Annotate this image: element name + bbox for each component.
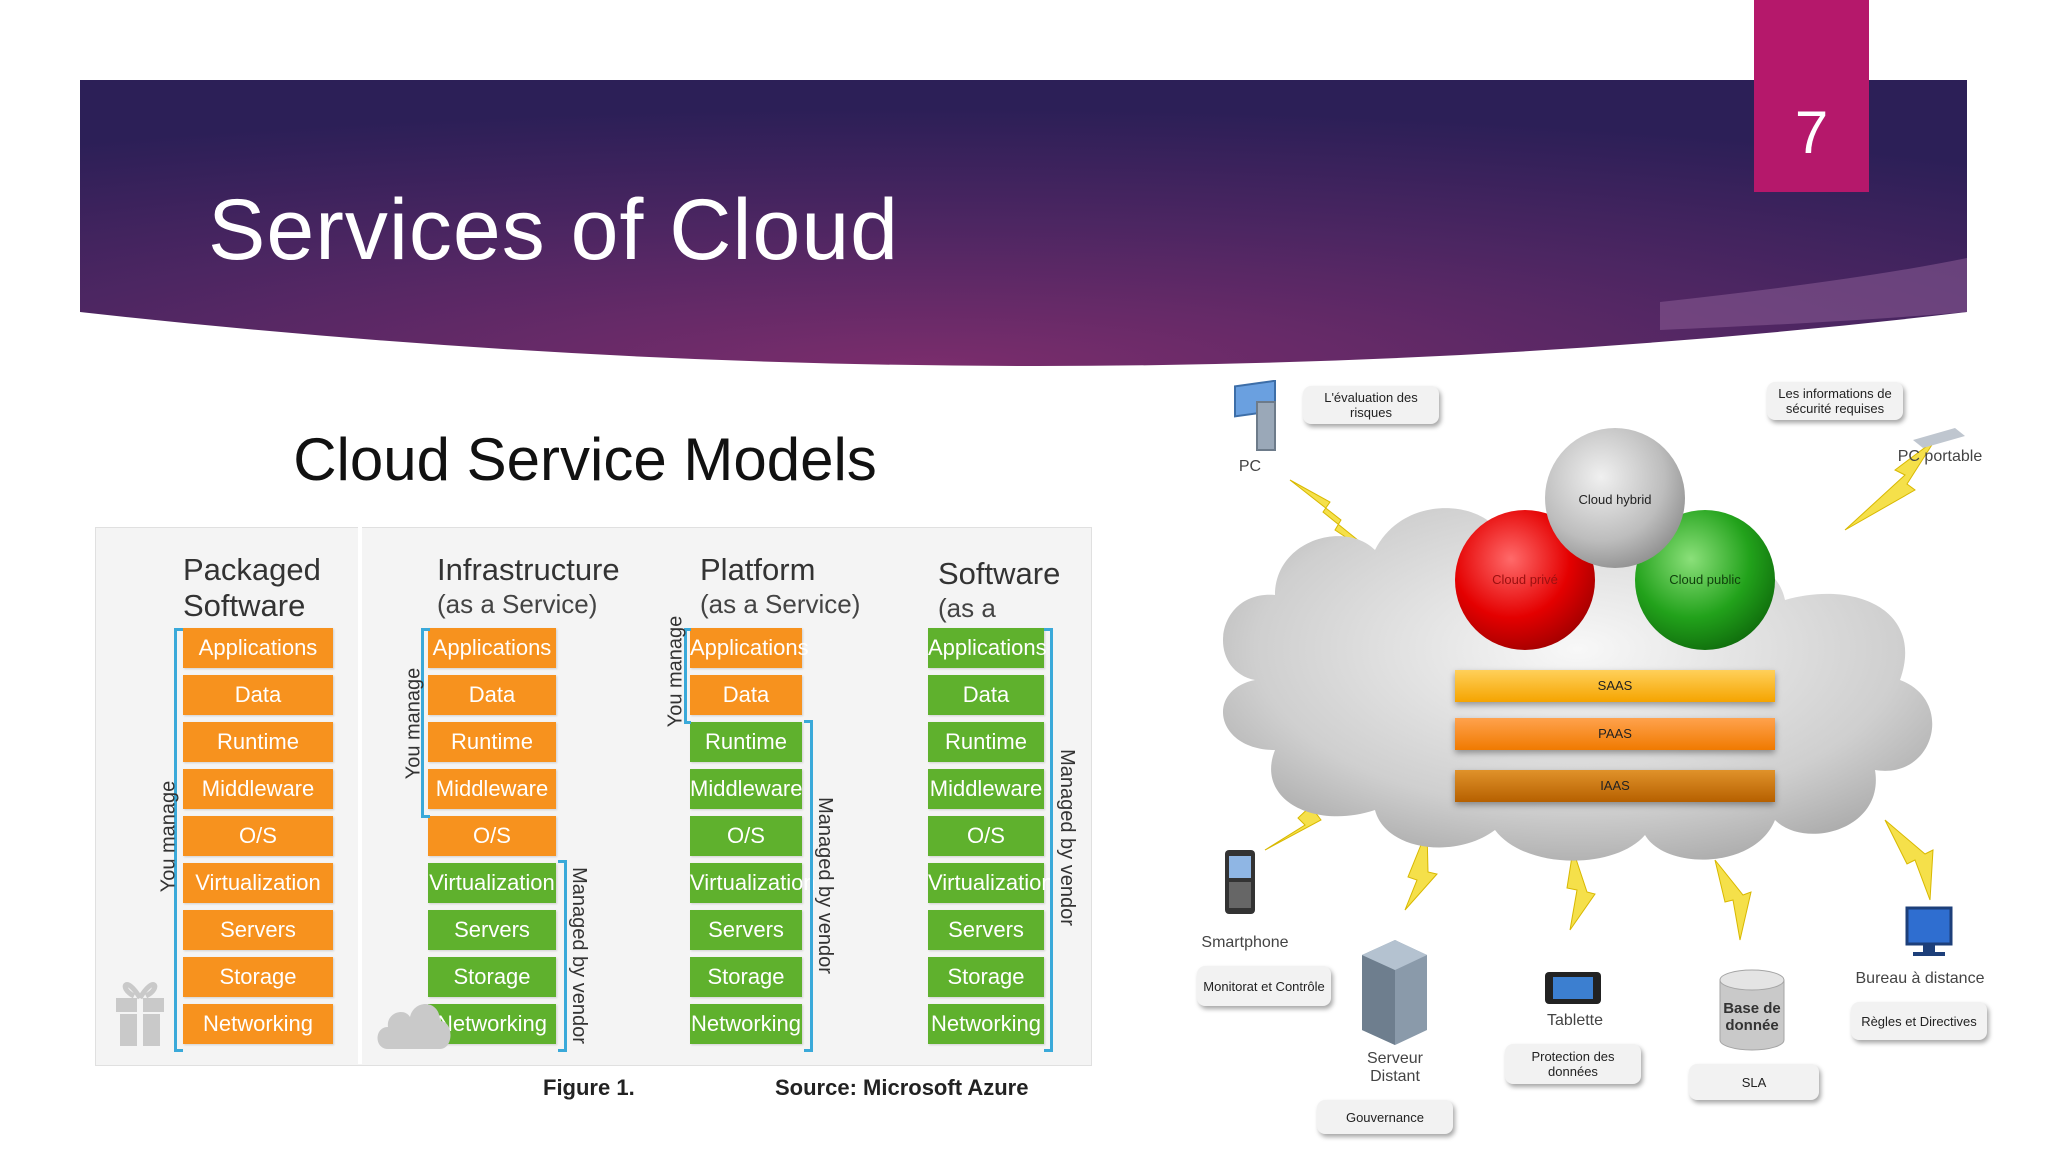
vendor-label-iaas: Managed by vendor: [567, 867, 590, 1044]
laptop-icon: [1913, 428, 1965, 448]
circle-hybrid: [1545, 428, 1685, 568]
page-number-tab: 7: [1754, 0, 1869, 192]
cloud-icon: [377, 1003, 451, 1049]
column-subtitle-saas: (as a Service): [938, 593, 1034, 655]
column-title-packaged: Packaged Software: [183, 552, 363, 624]
server-icon: [1362, 940, 1427, 1045]
cloud-network-diagram: Cloud hybrid Cloud privé Cloud public SA…: [1195, 380, 2015, 1152]
vendor-bracket-paas: [804, 720, 813, 1052]
label-server: Serveur Distant: [1366, 1050, 1424, 1085]
layer-paas: PAAS: [1455, 718, 1775, 750]
tag-security-info: Les informations de sécurité requises: [1767, 382, 1903, 420]
tablet-icon: [1545, 972, 1601, 1004]
tag-data-protection: Protection des données: [1505, 1044, 1641, 1084]
label-smartphone: Smartphone: [1201, 934, 1289, 951]
you-manage-label-paas: You manage: [664, 615, 687, 728]
label-tablet: Tablette: [1546, 1012, 1604, 1029]
you-manage-label-iaas: You manage: [402, 667, 425, 780]
column-heading-saas: Software (as a Service): [938, 556, 1098, 656]
circle-public: [1635, 510, 1775, 650]
column-title-iaas: Infrastructure: [437, 552, 620, 587]
database-icon: [1719, 969, 1785, 1051]
smartphone-icon: [1225, 850, 1255, 914]
label-cloud-hybrid: Cloud hybrid: [1578, 492, 1652, 507]
label-cloud-public: Cloud public: [1669, 572, 1741, 587]
title-band: [80, 80, 1967, 366]
vendor-label-paas: Managed by vendor: [813, 797, 836, 974]
you-manage-label-packaged: You manage: [157, 780, 180, 893]
gift-icon: [116, 982, 164, 1046]
figure-heading: Cloud Service Models: [293, 426, 877, 493]
desktop-icon: [1905, 906, 1953, 956]
you-manage-bracket-paas: [684, 628, 691, 724]
slide-title: Services of Cloud: [208, 182, 899, 278]
tag-rules: Règles et Directives: [1851, 1002, 1987, 1040]
column-heading-iaas: Infrastructure (as a Service): [437, 552, 697, 620]
you-manage-bracket-packaged: [174, 628, 183, 1052]
tag-monitoring: Monitorat et Contrôle: [1197, 966, 1331, 1006]
tag-governance: Gouvernance: [1317, 1100, 1453, 1134]
label-laptop: PC portable: [1897, 448, 1983, 465]
label-database: Base de donnée: [1723, 1000, 1781, 1034]
pc-icon: [1234, 380, 1276, 451]
column-heading-paas: Platform (as a Service): [700, 552, 880, 620]
label-remote-desktop: Bureau à distance: [1855, 970, 1985, 987]
panel-divider: [358, 527, 362, 1064]
tag-risk-evaluation: L'évaluation des risques: [1303, 386, 1439, 424]
tag-sla: SLA: [1689, 1064, 1819, 1100]
layer-saas: SAAS: [1455, 670, 1775, 702]
column-title-paas: Platform: [700, 552, 816, 587]
circle-private: [1455, 510, 1595, 650]
column-subtitle-iaas: (as a Service): [437, 589, 598, 619]
vendor-label-saas: Managed by vendor: [1055, 749, 1078, 926]
column-title-saas: Software: [938, 556, 1061, 591]
column-title-text: Packaged Software: [183, 552, 321, 623]
page-number: 7: [1794, 99, 1829, 166]
figure-source: Source: Microsoft Azure: [775, 1075, 1029, 1100]
figure-caption: Figure 1.: [543, 1075, 635, 1100]
you-manage-bracket-iaas: [421, 628, 430, 818]
label-pc: PC: [1238, 458, 1262, 475]
label-cloud-private: Cloud privé: [1492, 572, 1558, 587]
vendor-bracket-saas: [1044, 628, 1053, 1052]
vendor-bracket-iaas: [558, 860, 567, 1052]
column-subtitle-paas: (as a Service): [700, 589, 861, 619]
layer-iaas: IAAS: [1455, 770, 1775, 802]
